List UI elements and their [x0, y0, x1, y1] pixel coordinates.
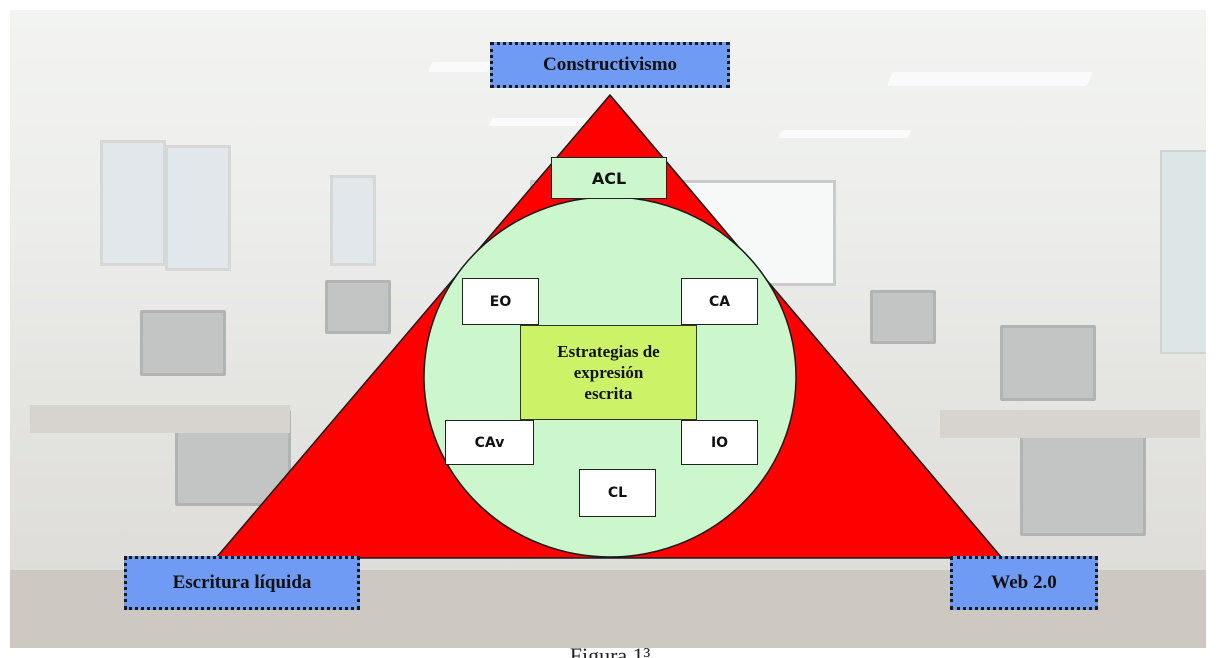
io-box: IO — [681, 420, 758, 465]
cav-box: CAv — [445, 420, 534, 465]
cl-box: CL — [579, 469, 656, 517]
eo-label: EO — [489, 293, 512, 310]
web-2-box: Web 2.0 — [950, 556, 1098, 610]
cl-label: CL — [607, 485, 628, 501]
io-label: IO — [710, 434, 729, 451]
acl-label: ACL — [591, 168, 627, 188]
ca-label: CA — [708, 293, 731, 310]
cav-label: CAv — [474, 434, 505, 451]
escritura-liquida-label: Escritura líquida — [172, 572, 312, 593]
ca-box: CA — [681, 278, 758, 325]
estrategias-box: Estrategias de expresión escrita — [520, 325, 697, 420]
figure-caption: Figura 1³ — [569, 643, 651, 658]
constructivismo-label: Constructivismo — [542, 54, 678, 75]
constructivismo-box: Constructivismo — [490, 42, 730, 88]
estrategias-label: Estrategias de expresión escrita — [557, 342, 660, 403]
escritura-liquida-box: Escritura líquida — [124, 556, 360, 610]
web-2-label: Web 2.0 — [991, 572, 1057, 593]
eo-box: EO — [462, 278, 539, 325]
acl-box: ACL — [551, 157, 667, 199]
